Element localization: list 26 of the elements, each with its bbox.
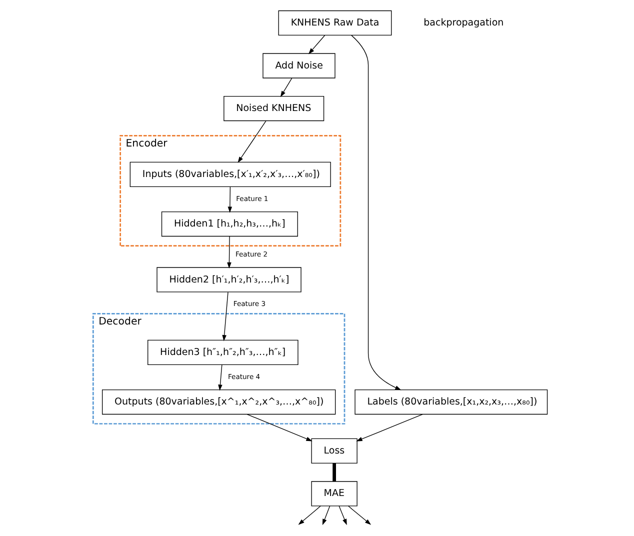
node-box: Noised KNHENS	[223, 96, 324, 122]
label: backpropagation	[423, 17, 504, 28]
node-box: Hidden1 [h₁,h₂,h₃,…,hₖ]	[160, 211, 298, 237]
arrow	[227, 186, 232, 213]
node-box: KNHENS Raw Data	[278, 10, 392, 36]
arrow	[308, 35, 325, 54]
arrow	[348, 506, 371, 525]
node-box: Labels (80variables,[x₁,x₂,x₃,…,x₈₀])	[354, 389, 548, 415]
node-box: Outputs (80variables,[x^₁,x^₂,x^₃,…,x^₈₀])	[101, 389, 336, 415]
arrow	[280, 78, 292, 98]
arrow	[237, 120, 266, 163]
connector	[332, 463, 336, 482]
arrow	[218, 364, 222, 391]
node-box: Inputs (80variables,[x′₁,x′₂,x′₃,…,x′₈₀])	[129, 162, 330, 187]
node-box: Hidden2 [h′₁,h′₂,h′₃,…,h′ₖ]	[156, 267, 301, 292]
arrow	[338, 506, 346, 526]
node-box: Add Noise	[262, 53, 335, 78]
arrow	[222, 292, 228, 342]
arrow	[226, 236, 231, 268]
node-box: MAE	[310, 481, 357, 506]
arrow	[350, 34, 401, 390]
arrow	[356, 414, 422, 442]
arrow	[322, 506, 330, 526]
node-box: Hidden3 [h″₁,h″₂,h″₃,…,h″ₖ]	[147, 340, 298, 365]
arrow	[298, 506, 320, 525]
node-box: Loss	[310, 438, 357, 464]
